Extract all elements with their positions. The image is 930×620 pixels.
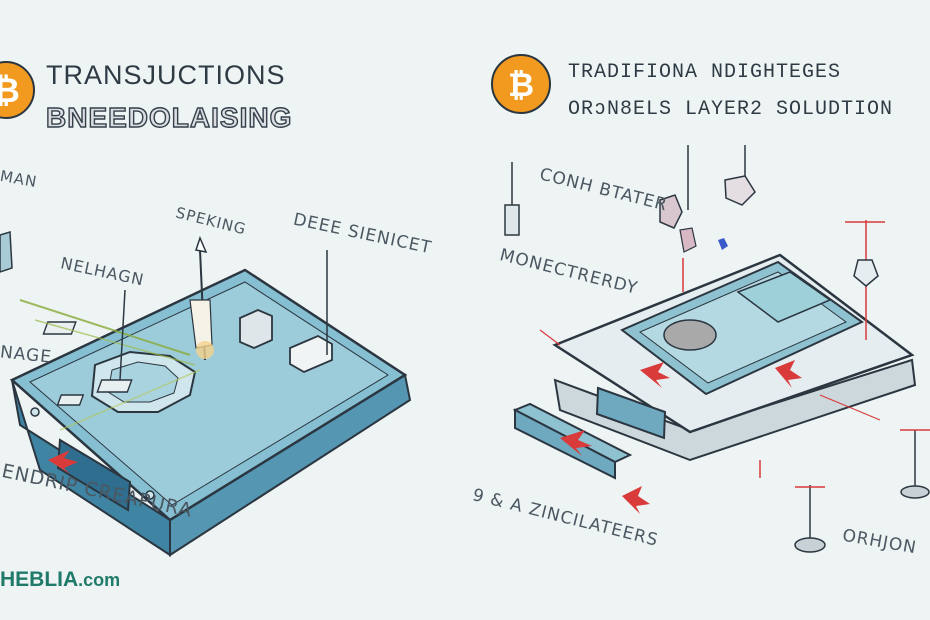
watermark-suffix: .com bbox=[78, 570, 121, 590]
left-title-line2: BNEEDOLAISING bbox=[45, 101, 293, 133]
watermark-brand: HEBLIA bbox=[0, 568, 79, 591]
left-device bbox=[0, 231, 412, 557]
watermark: HEBLIA.com bbox=[0, 568, 120, 592]
left-title-line1: TRANSJUCTIONS bbox=[46, 60, 286, 90]
bitcoin-icon-left: ₿ bbox=[0, 61, 35, 119]
svg-text:₿: ₿ bbox=[0, 72, 20, 110]
right-title-line2: ORↄN8ELS LAYER2 SOLUDTION bbox=[568, 98, 894, 121]
right-title-line1: TRADIFIONA NDIGHTEGES bbox=[568, 61, 842, 84]
right-device bbox=[504, 145, 930, 553]
bitcoin-icon-right: ₿ bbox=[491, 54, 551, 114]
svg-text:₿: ₿ bbox=[508, 67, 534, 103]
